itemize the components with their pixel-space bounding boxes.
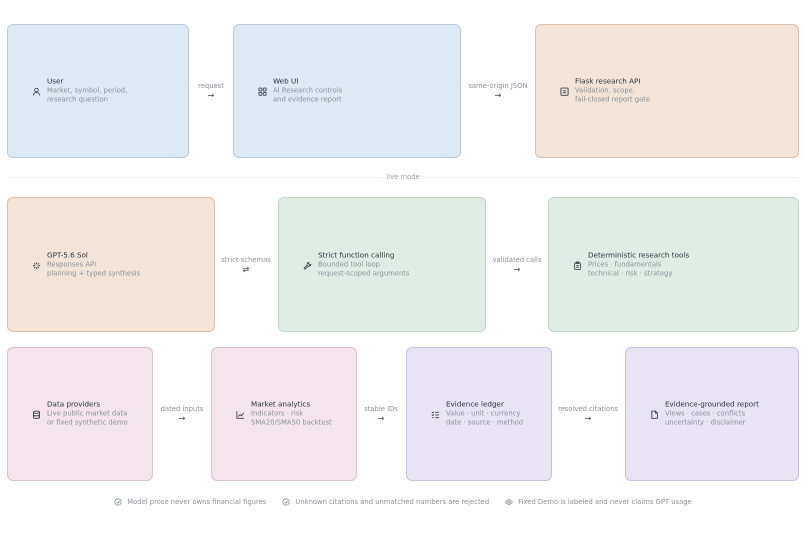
- wrench-icon: [303, 260, 312, 270]
- node-web-ui-line-2: and evidence report: [273, 96, 342, 104]
- sparkle-icon: [32, 260, 41, 270]
- node-evidence-report-title: Evidence-grounded report: [665, 399, 759, 409]
- node-evidence-ledger-title: Evidence ledger: [446, 399, 504, 409]
- arrow-right-icon: →: [513, 265, 521, 274]
- node-strict-calling: Strict function calling Bounded tool loo…: [278, 197, 486, 332]
- connector-request: request →: [198, 82, 224, 101]
- chart-icon: [236, 410, 245, 420]
- person-icon: [32, 87, 41, 97]
- node-user-line-1: Market, symbol, period,: [47, 86, 128, 95]
- footer-note-text: Unknown citations and unmatched numbers …: [295, 498, 490, 506]
- node-web-ui-title: Web UI: [273, 76, 299, 86]
- node-market-analytics-line-2: SMA20/SMA50 backtest: [251, 419, 332, 427]
- server-icon: [560, 87, 569, 97]
- node-gpt-line-2: planning + typed synthesis: [47, 269, 141, 278]
- arrow-right-icon: →: [584, 414, 592, 423]
- footer-note: Fixed Demo is labeled and never claims G…: [505, 498, 692, 506]
- document-icon: [650, 410, 659, 420]
- connector-resolved-citations-label: resolved citations: [557, 405, 619, 413]
- arrow-right-icon: →: [207, 91, 215, 100]
- node-data-providers-title: Data providers: [47, 399, 101, 409]
- arrow-right-icon: →: [494, 91, 502, 100]
- connector-validated-calls-label: validated calls: [492, 256, 542, 264]
- node-strict-calling-title: Strict function calling: [318, 250, 395, 260]
- circle-check-icon: [282, 498, 290, 506]
- node-web-ui-line-1: AI Research controls: [273, 86, 343, 95]
- connector-stable-ids: stable IDs →: [364, 405, 398, 424]
- node-market-analytics: Market analytics Indicators · risk SMA20…: [211, 347, 357, 481]
- live-mode-label: live mode: [382, 172, 424, 182]
- node-user: User Market, symbol, period, research qu…: [7, 24, 189, 158]
- clipboard-icon: [573, 260, 582, 270]
- node-evidence-report: Evidence-grounded report Views · cases ·…: [625, 347, 799, 481]
- node-market-analytics-line-1: Indicators · risk: [251, 409, 304, 418]
- node-research-tools-line-2: technical · risk · strategy: [588, 269, 673, 278]
- footer-note-text: Model prose never owns financial figures: [127, 498, 267, 506]
- arrow-bidirectional-icon: ⇄: [242, 265, 250, 274]
- circle-check-icon: [114, 498, 122, 506]
- node-research-tools-line-1: Prices · fundamentals: [588, 260, 662, 269]
- checklist-icon: [431, 410, 440, 420]
- node-data-providers-line-2: or fixed synthetic demo: [47, 419, 128, 427]
- node-flask-api-line-2: fail-closed report gate: [575, 96, 651, 104]
- connector-resolved-citations: resolved citations →: [558, 405, 618, 424]
- node-data-providers: Data providers Live public market data o…: [7, 347, 153, 481]
- footer-note-text: Fixed Demo is labeled and never claims G…: [518, 498, 692, 506]
- node-flask-api-line-1: Validation, scope,: [575, 86, 635, 95]
- node-evidence-ledger: Evidence ledger Value · unit · currency …: [406, 347, 552, 481]
- node-strict-calling-line-1: Bounded tool loop: [318, 260, 380, 269]
- node-evidence-ledger-line-2: date · source · method: [446, 419, 524, 427]
- node-evidence-ledger-line-1: Value · unit · currency: [446, 409, 521, 418]
- connector-same-origin: same-origin JSON →: [468, 82, 527, 101]
- node-data-providers-line-1: Live public market data: [47, 409, 128, 418]
- node-flask-api: Flask research API Validation, scope, fa…: [535, 24, 799, 158]
- node-research-tools-title: Deterministic research tools: [588, 250, 690, 260]
- arrow-right-icon: →: [377, 414, 385, 423]
- connector-request-label: request: [198, 82, 224, 90]
- node-gpt-title: GPT-5.6 Sol: [47, 250, 88, 260]
- database-icon: [32, 410, 41, 420]
- node-evidence-report-line-2: uncertainty · disclaimer: [665, 419, 746, 427]
- node-evidence-report-line-1: Views · cases · conflicts: [665, 409, 746, 418]
- grid-icon: [258, 87, 267, 97]
- node-user-line-2: research question: [47, 96, 108, 104]
- node-research-tools: Deterministic research tools Prices · fu…: [548, 197, 799, 332]
- connector-dated-inputs-label: dated inputs: [160, 405, 204, 413]
- connector-strict-schemas: strict schemas ⇄: [221, 256, 271, 275]
- connector-validated-calls: validated calls →: [493, 256, 542, 275]
- arrow-right-icon: →: [178, 414, 186, 423]
- connector-strict-schemas-label: strict schemas: [221, 256, 271, 264]
- node-strict-calling-line-2: request-scoped arguments: [318, 269, 410, 278]
- node-user-title: User: [47, 76, 64, 86]
- node-flask-api-title: Flask research API: [575, 76, 641, 86]
- node-web-ui: Web UI AI Research controls and evidence…: [233, 24, 461, 158]
- node-gpt: GPT-5.6 Sol Responses API planning + typ…: [7, 197, 215, 332]
- connector-same-origin-label: same-origin JSON: [468, 82, 528, 90]
- eye-icon: [505, 498, 513, 506]
- connector-stable-ids-label: stable IDs: [364, 405, 398, 413]
- footer-note: Unknown citations and unmatched numbers …: [282, 498, 489, 506]
- footer-note: Model prose never owns financial figures: [114, 498, 266, 506]
- node-gpt-line-1: Responses API: [47, 260, 97, 269]
- connector-dated-inputs: dated inputs →: [161, 405, 204, 424]
- node-market-analytics-title: Market analytics: [251, 399, 311, 409]
- footer-notes: Model prose never owns financial figures…: [0, 498, 806, 506]
